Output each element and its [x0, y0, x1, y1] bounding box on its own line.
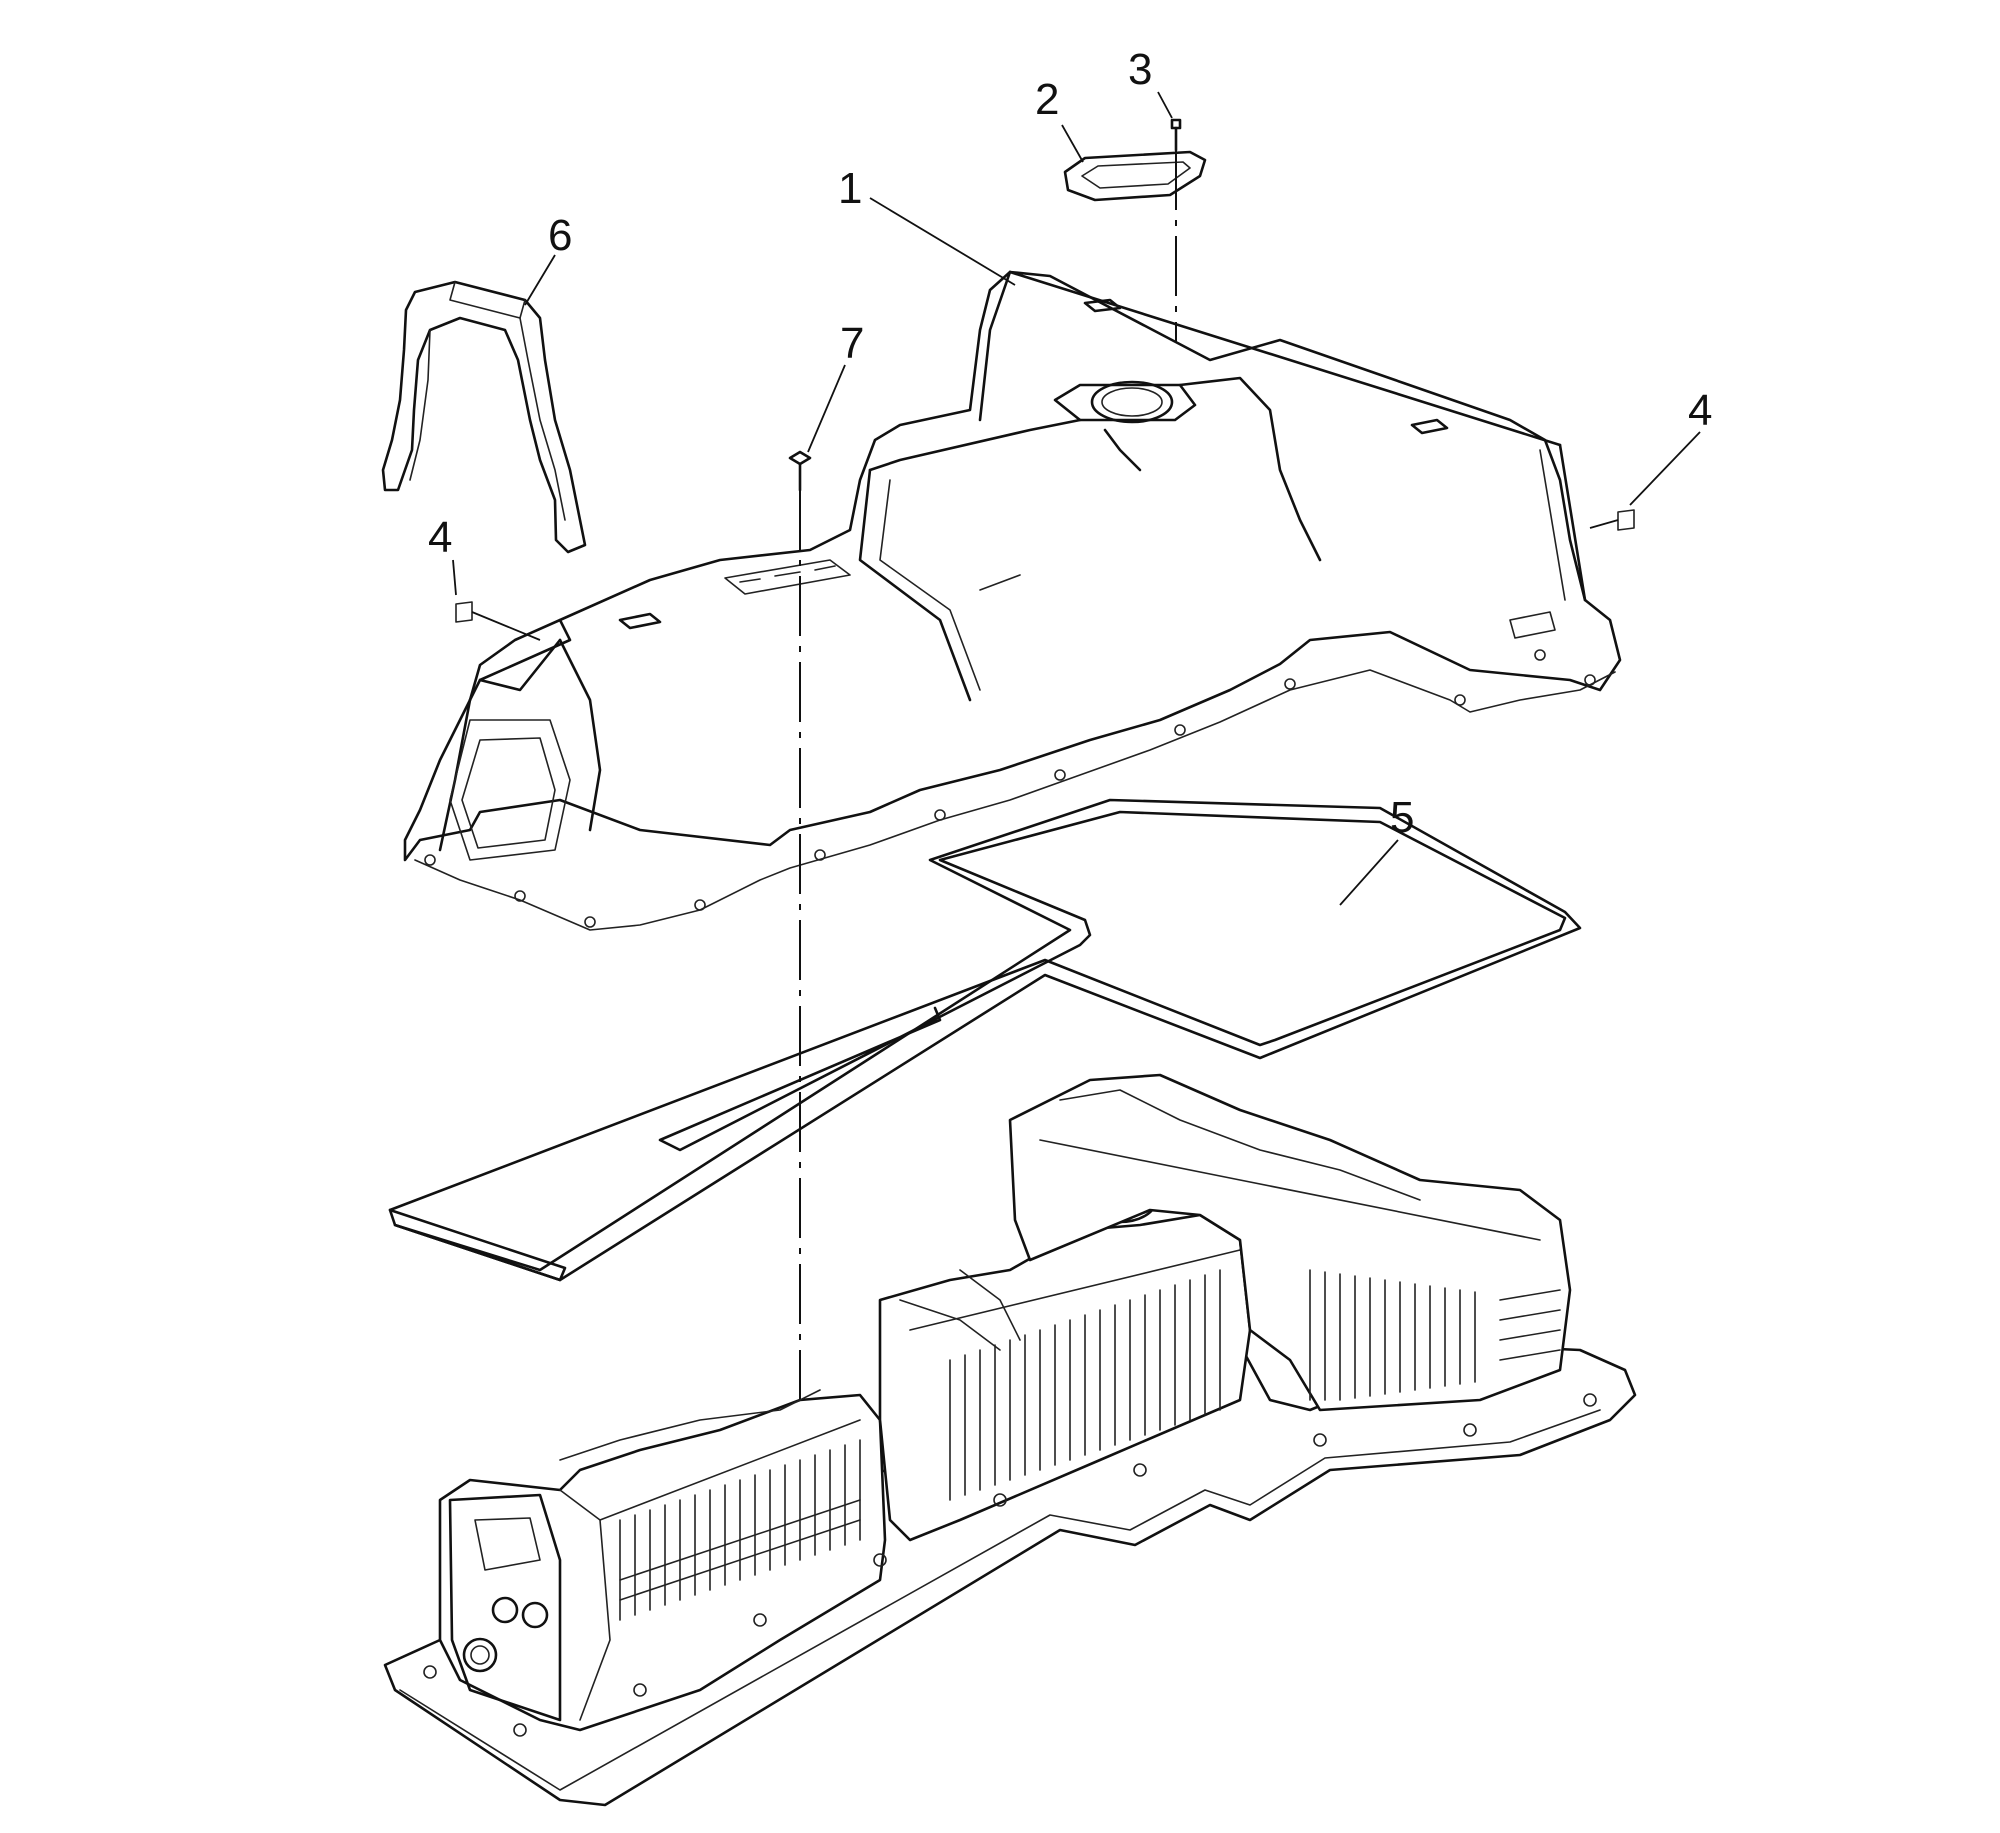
callout-4-left: 4 — [428, 513, 452, 562]
callout-2: 2 — [1035, 75, 1059, 124]
callout-7: 7 — [840, 319, 864, 368]
leader-2 — [1061, 124, 1084, 163]
leader-1 — [869, 197, 1016, 286]
leader-4-right-b — [1589, 519, 1619, 529]
leader-4-left-b — [471, 611, 541, 641]
part-4-tag-right — [1617, 509, 1635, 531]
leader-5 — [1339, 839, 1399, 906]
callout-6: 6 — [548, 211, 572, 260]
callout-4-right: 4 — [1688, 386, 1712, 435]
cell-ribs-right — [1309, 1269, 1561, 1401]
leader-4-left — [452, 559, 457, 596]
battery-pack-base — [383, 1073, 1637, 1807]
leader-3 — [1157, 91, 1173, 119]
part-4-tag-left — [455, 601, 473, 623]
part-7-fastener — [788, 450, 812, 492]
part-3-screw — [1170, 118, 1182, 152]
leader-7 — [807, 364, 846, 453]
leader-6 — [524, 254, 556, 306]
part-5-seal — [388, 798, 1582, 1282]
part-1-cover — [403, 270, 1622, 931]
cell-ribs-middle — [949, 1269, 1221, 1501]
part-6-bracket — [381, 280, 587, 554]
leader-4-right — [1629, 431, 1701, 506]
callout-5: 5 — [1390, 793, 1414, 842]
cell-ribs-left — [619, 1439, 861, 1621]
callout-1: 1 — [838, 164, 862, 213]
part-2-plate — [1063, 150, 1207, 202]
callout-3: 3 — [1128, 45, 1152, 94]
